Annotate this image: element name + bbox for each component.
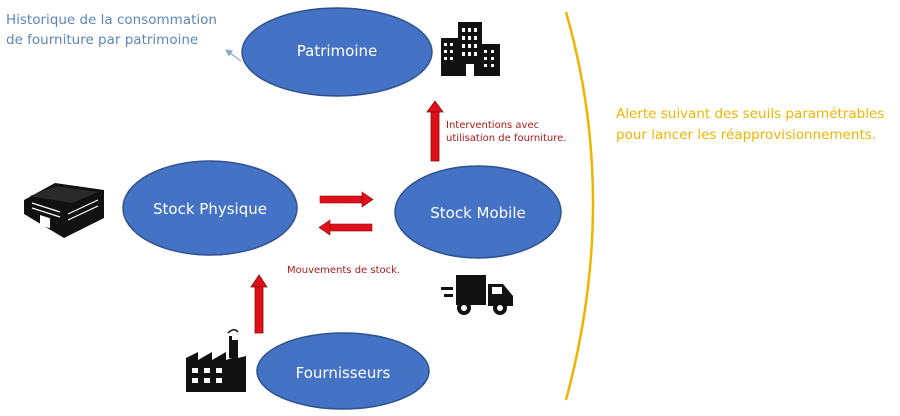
arrow-left-transfer: [318, 219, 373, 236]
history-note-line1: Historique de la consommation: [6, 12, 217, 28]
interventions-note-line2: utilisation de fourniture.: [446, 133, 567, 144]
delivery-truck-icon: [441, 275, 513, 315]
interventions-note: Interventions avec utilisation de fourni…: [446, 119, 566, 145]
warehouse-icon: [24, 183, 104, 238]
history-note: Historique de la consommation de fournit…: [6, 10, 217, 50]
node-patrimoine: [241, 7, 433, 97]
alert-note-line2: pour lancer les réapprovisionnements.: [616, 127, 877, 143]
mouvements-note: Mouvements de stock.: [287, 265, 401, 276]
alert-note: Alerte suivant des seuils paramétrables …: [616, 104, 884, 146]
label-patrimoine: Patrimoine: [296, 42, 378, 60]
history-note-line2: de fourniture par patrimoine: [6, 32, 199, 48]
arrow-right-transfer: [319, 191, 374, 208]
factory-icon: [186, 329, 246, 392]
label-stock-physique: Stock Physique: [153, 200, 267, 218]
node-stock-physique: [122, 160, 298, 256]
alert-note-line1: Alerte suivant des seuils paramétrables: [616, 106, 885, 122]
office-building-icon: [441, 22, 500, 76]
arrow-up-supply: [250, 274, 268, 334]
alert-bracket: [564, 11, 595, 401]
node-fournisseurs: [256, 332, 430, 410]
label-stock-mobile: Stock Mobile: [430, 204, 526, 222]
arrow-up-interventions: [426, 100, 444, 162]
interventions-note-line1: Interventions avec: [446, 120, 540, 131]
node-stock-mobile: [394, 165, 562, 259]
history-arrow: [225, 49, 242, 62]
label-fournisseurs: Fournisseurs: [295, 364, 391, 382]
